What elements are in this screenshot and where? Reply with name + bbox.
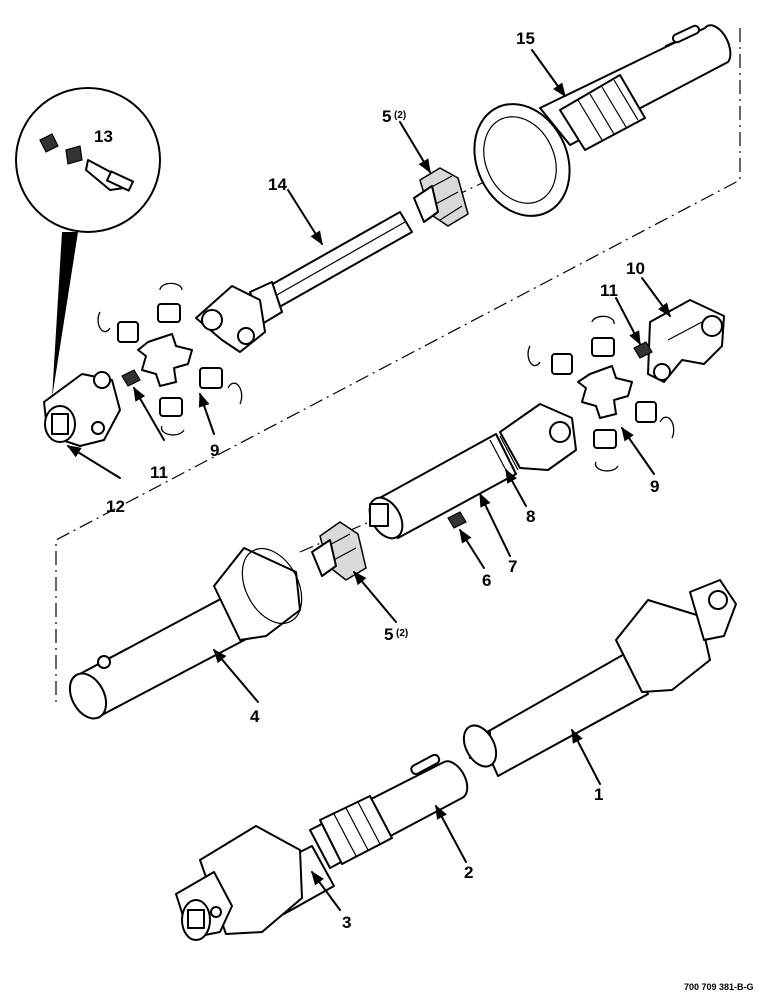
callout-15: 15 (516, 29, 535, 48)
callout-5-lower: 5 (384, 625, 393, 644)
callout-3: 3 (342, 913, 351, 932)
callout-11-left: 11 (150, 463, 168, 482)
callout-8: 8 (526, 507, 535, 526)
part-1-inner-tube-guard (462, 579, 737, 777)
callout-2: 2 (464, 863, 473, 882)
callout-6: 6 (482, 571, 491, 590)
callout-4: 4 (250, 707, 260, 726)
drawing-reference-number: 700 709 381-B-G (684, 982, 754, 992)
callout-leaders (66, 49, 671, 911)
callout-14: 14 (268, 175, 287, 194)
part-10-yoke (647, 299, 725, 383)
callout-5-lower-qty: (2) (396, 628, 408, 639)
callout-5-upper-qty: (2) (394, 110, 406, 121)
callout-1: 1 (594, 785, 603, 804)
part-9-cross-bearings-right (527, 315, 675, 472)
part-5-split-ring-lower (311, 521, 367, 581)
callout-7: 7 (508, 557, 517, 576)
part-2-outer-tube (309, 753, 469, 869)
part-15-outer-shaft-guard (473, 24, 732, 217)
callout-9-right: 9 (650, 477, 659, 496)
callout-13: 13 (94, 127, 113, 146)
part-3-guard-yoke-assembly (175, 825, 335, 941)
part-13-grease-fitting-inset (15, 87, 161, 398)
part-5-split-ring-upper (413, 167, 469, 227)
callout-labels: 1 2 3 4 5 (2) 5 (2) 6 7 8 9 9 10 11 11 1… (94, 29, 754, 992)
part-6-set-screw (447, 511, 467, 529)
part-12-yoke (43, 371, 121, 447)
part-9-cross-bearings-left (97, 282, 243, 436)
part-4-outer-tube-guard (68, 547, 303, 720)
callout-5-upper: 5 (382, 107, 391, 126)
callout-12: 12 (106, 497, 125, 516)
callout-10: 10 (626, 259, 645, 278)
part-14-inner-shaft-yoke (195, 211, 413, 353)
callout-9-left: 9 (210, 441, 219, 460)
part-7-8-inner-tube-yoke (368, 403, 577, 540)
callout-11-right: 11 (600, 281, 618, 300)
part-11-grease-fittings (121, 341, 653, 387)
